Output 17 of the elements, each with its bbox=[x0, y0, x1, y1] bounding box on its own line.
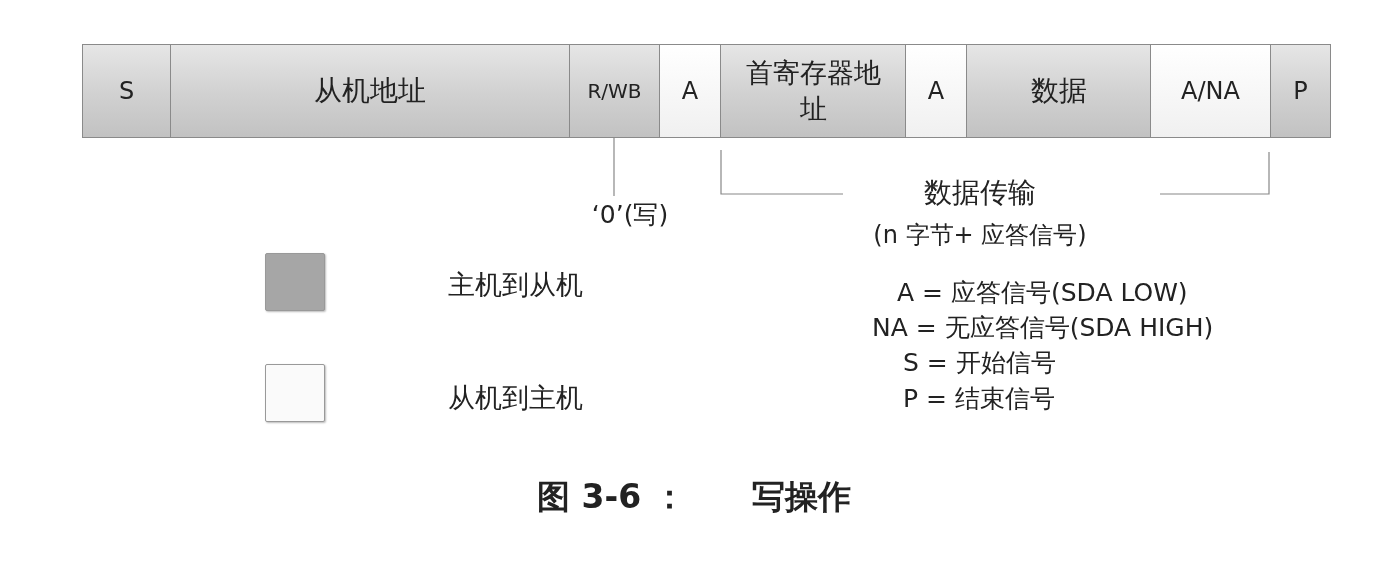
definition-text: S = 开始信号 bbox=[903, 347, 1057, 379]
field-cell: P bbox=[1270, 44, 1331, 138]
definition-text: P = 结束信号 bbox=[903, 383, 1056, 415]
figure-caption: 图 3-6 ： 写操作 bbox=[537, 476, 851, 518]
field-cell: R/WB bbox=[569, 44, 660, 138]
field-cell: S bbox=[82, 44, 171, 138]
annotation-text: ‘0’(写) bbox=[555, 196, 705, 232]
field-cell: 数据 bbox=[966, 44, 1151, 138]
legend-text: 主机到从机 bbox=[448, 268, 583, 302]
definition-text: A = 应答信号(SDA LOW) bbox=[897, 277, 1189, 309]
leader-line bbox=[613, 137, 615, 197]
field-cell: 从机地址 bbox=[170, 44, 570, 138]
bracket-label: (n 字节+ 应答信号) bbox=[872, 220, 1088, 251]
definition-text: NA = 无应答信号(SDA HIGH) bbox=[872, 312, 1215, 344]
legend-text: 从机到主机 bbox=[448, 381, 583, 415]
bracket-label: 数据传输 bbox=[923, 175, 1037, 211]
field-cell: 首寄存器地址 bbox=[720, 44, 906, 138]
